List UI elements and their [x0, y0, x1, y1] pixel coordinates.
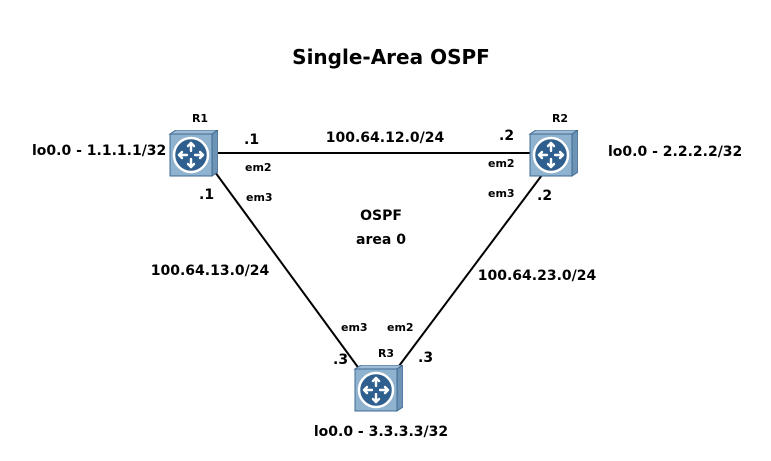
link-r2-r3-r3-host: .3	[418, 350, 433, 366]
area-label-id: area 0	[356, 232, 406, 248]
router-icon	[353, 365, 403, 413]
router-r3-loopback: lo0.0 - 3.3.3.3/32	[314, 424, 448, 440]
router-r1-name: R1	[192, 112, 208, 125]
router-r1[interactable]	[168, 130, 218, 178]
diagram-title: Single-Area OSPF	[292, 45, 490, 69]
link-r1-r2-r1-iface: em2	[245, 161, 272, 174]
link-r1-r3	[214, 171, 361, 371]
router-r2[interactable]	[528, 130, 578, 178]
link-r1-r2-r2-iface: em2	[488, 157, 515, 170]
area-label-protocol: OSPF	[360, 208, 402, 224]
router-icon	[168, 130, 218, 178]
link-r1-r2-subnet: 100.64.12.0/24	[326, 130, 445, 146]
router-r3-name: R3	[378, 347, 394, 360]
link-r2-r3-r2-host: .2	[537, 188, 552, 204]
link-r2-r3-subnet: 100.64.23.0/24	[478, 268, 597, 284]
link-r1-r3-r3-iface: em3	[341, 321, 368, 334]
link-r2-r3-r3-iface: em2	[387, 321, 414, 334]
link-r1-r2-r2-host: .2	[499, 128, 514, 144]
router-r3[interactable]	[353, 365, 403, 413]
link-r1-r3-subnet: 100.64.13.0/24	[151, 263, 270, 279]
link-r1-r3-r1-host: .1	[199, 187, 214, 203]
link-r1-r3-r1-iface: em3	[246, 191, 273, 204]
router-r2-loopback: lo0.0 - 2.2.2.2/32	[608, 144, 742, 160]
link-r2-r3	[395, 174, 543, 371]
router-icon	[528, 130, 578, 178]
router-r2-name: R2	[552, 112, 568, 125]
router-r1-loopback: lo0.0 - 1.1.1.1/32	[32, 143, 166, 159]
link-r1-r3-r3-host: .3	[333, 352, 348, 368]
link-r2-r3-r2-iface: em3	[488, 187, 515, 200]
link-r1-r2-r1-host: .1	[244, 132, 259, 148]
